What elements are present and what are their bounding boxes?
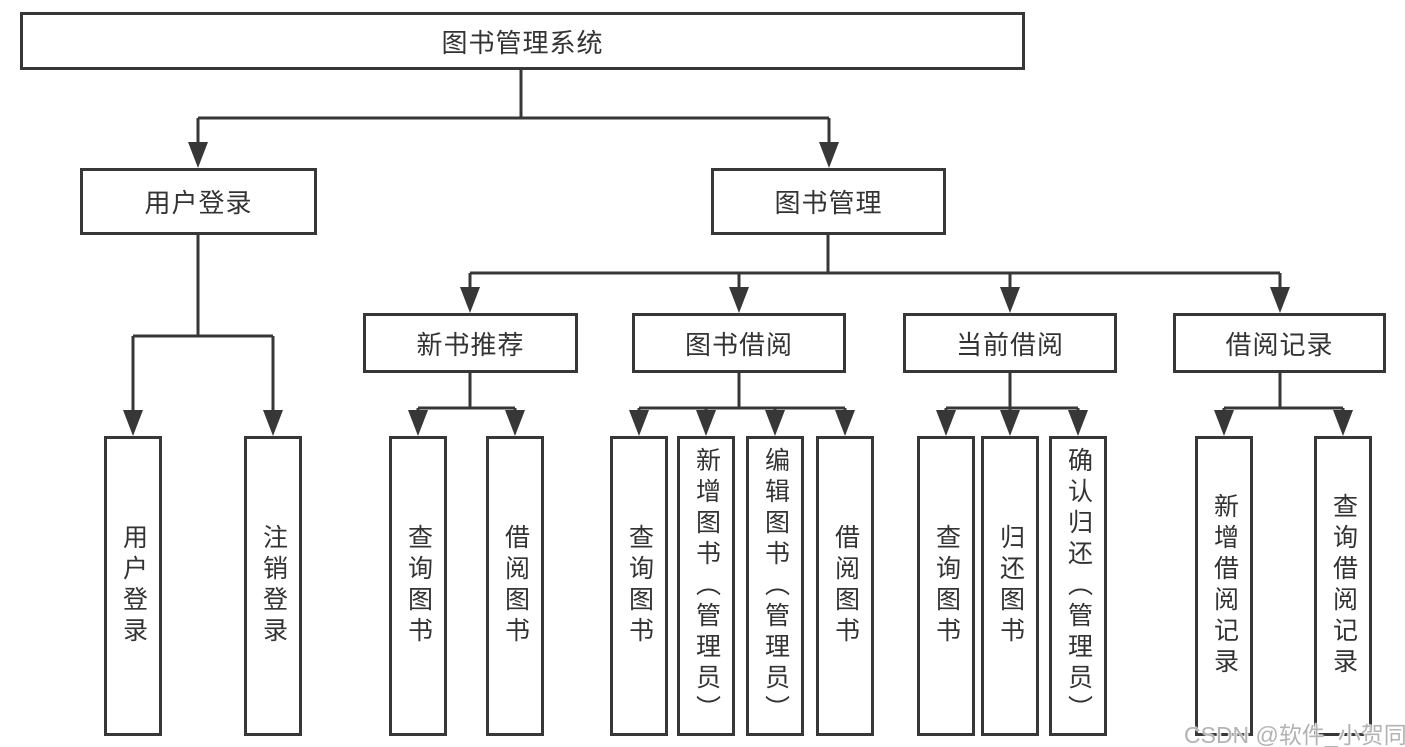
leaf-cb-return-books-label: 归还图书 [996, 524, 1025, 648]
leaf-br-query-record-label: 查询借阅记录 [1329, 493, 1358, 679]
node-root-label: 图书管理系统 [441, 27, 604, 58]
leaf-logout: 注销登录 [244, 436, 302, 736]
leaf-nbr-query-books: 查询图书 [389, 436, 447, 736]
leaf-bb-add-books-admin: 新增图书（管理员） [677, 436, 735, 736]
node-borrow-records: 借阅记录 [1173, 313, 1386, 373]
node-user-login-label: 用户登录 [144, 188, 253, 218]
leaf-bb-borrow-books-label: 借阅图书 [831, 524, 860, 648]
arrowheads-user-login-children [123, 410, 283, 436]
arrowheads-current-borrow-children [936, 410, 1088, 436]
node-current-borrow: 当前借阅 [903, 313, 1117, 373]
watermark: CSDN @软件_小贺同学 [1184, 722, 1405, 747]
leaf-br-add-record-label: 新增借阅记录 [1210, 493, 1239, 679]
node-new-book-rec-label: 新书推荐 [416, 329, 525, 360]
leaf-user-login: 用户登录 [104, 436, 162, 736]
arrowheads-book-borrow-children [629, 410, 855, 436]
leaf-nbr-borrow-books: 借阅图书 [486, 436, 544, 736]
leaf-nbr-borrow-books-label: 借阅图书 [501, 524, 530, 648]
arrowheads-level2 [188, 142, 839, 168]
node-root: 图书管理系统 [20, 12, 1025, 70]
leaf-bb-borrow-books: 借阅图书 [816, 436, 874, 736]
node-book-borrow-label: 图书借阅 [684, 329, 793, 360]
leaf-cb-query-books-label: 查询图书 [932, 524, 961, 648]
leaf-logout-label: 注销登录 [259, 524, 288, 648]
leaf-bb-add-books-admin-label: 新增图书（管理员） [692, 446, 721, 726]
connector-new-book-rec-children [416, 373, 517, 411]
leaf-br-add-record: 新增借阅记录 [1195, 436, 1253, 736]
node-new-book-rec: 新书推荐 [363, 313, 578, 373]
node-borrow-records-label: 借阅记录 [1225, 329, 1334, 360]
leaf-cb-confirm-return-admin: 确认归还（管理员） [1049, 436, 1107, 736]
node-current-borrow-label: 当前借阅 [955, 329, 1064, 360]
leaf-cb-query-books: 查询图书 [917, 436, 975, 736]
arrowheads-borrow-records-children [1214, 410, 1353, 436]
node-book-mgmt: 图书管理 [711, 168, 946, 235]
connector-book-mgmt-children [468, 235, 1282, 288]
leaf-bb-edit-books-admin-label: 编辑图书（管理员） [761, 446, 790, 726]
connector-borrow-records-children [1222, 373, 1345, 411]
leaf-bb-query-books: 查询图书 [610, 436, 668, 736]
leaf-bb-query-books-label: 查询图书 [625, 524, 654, 648]
leaf-br-query-record: 查询借阅记录 [1314, 436, 1372, 736]
leaf-cb-return-books: 归还图书 [981, 436, 1039, 736]
connector-book-borrow-children [637, 373, 847, 411]
leaf-bb-edit-books-admin: 编辑图书（管理员） [746, 436, 804, 736]
arrowheads-book-mgmt-children [460, 287, 1290, 313]
leaf-nbr-query-books-label: 查询图书 [404, 524, 433, 648]
arrowheads-new-book-rec-children [408, 410, 525, 436]
connector-current-borrow-children [944, 373, 1080, 411]
node-book-mgmt-label: 图书管理 [774, 188, 883, 218]
leaf-cb-confirm-return-admin-label: 确认归还（管理员） [1064, 446, 1093, 726]
connector-root-to-level2 [196, 70, 831, 143]
node-user-login: 用户登录 [80, 168, 317, 235]
connector-user-login-children [131, 235, 275, 411]
leaf-user-login-label: 用户登录 [119, 524, 148, 648]
node-book-borrow: 图书借阅 [632, 313, 846, 373]
